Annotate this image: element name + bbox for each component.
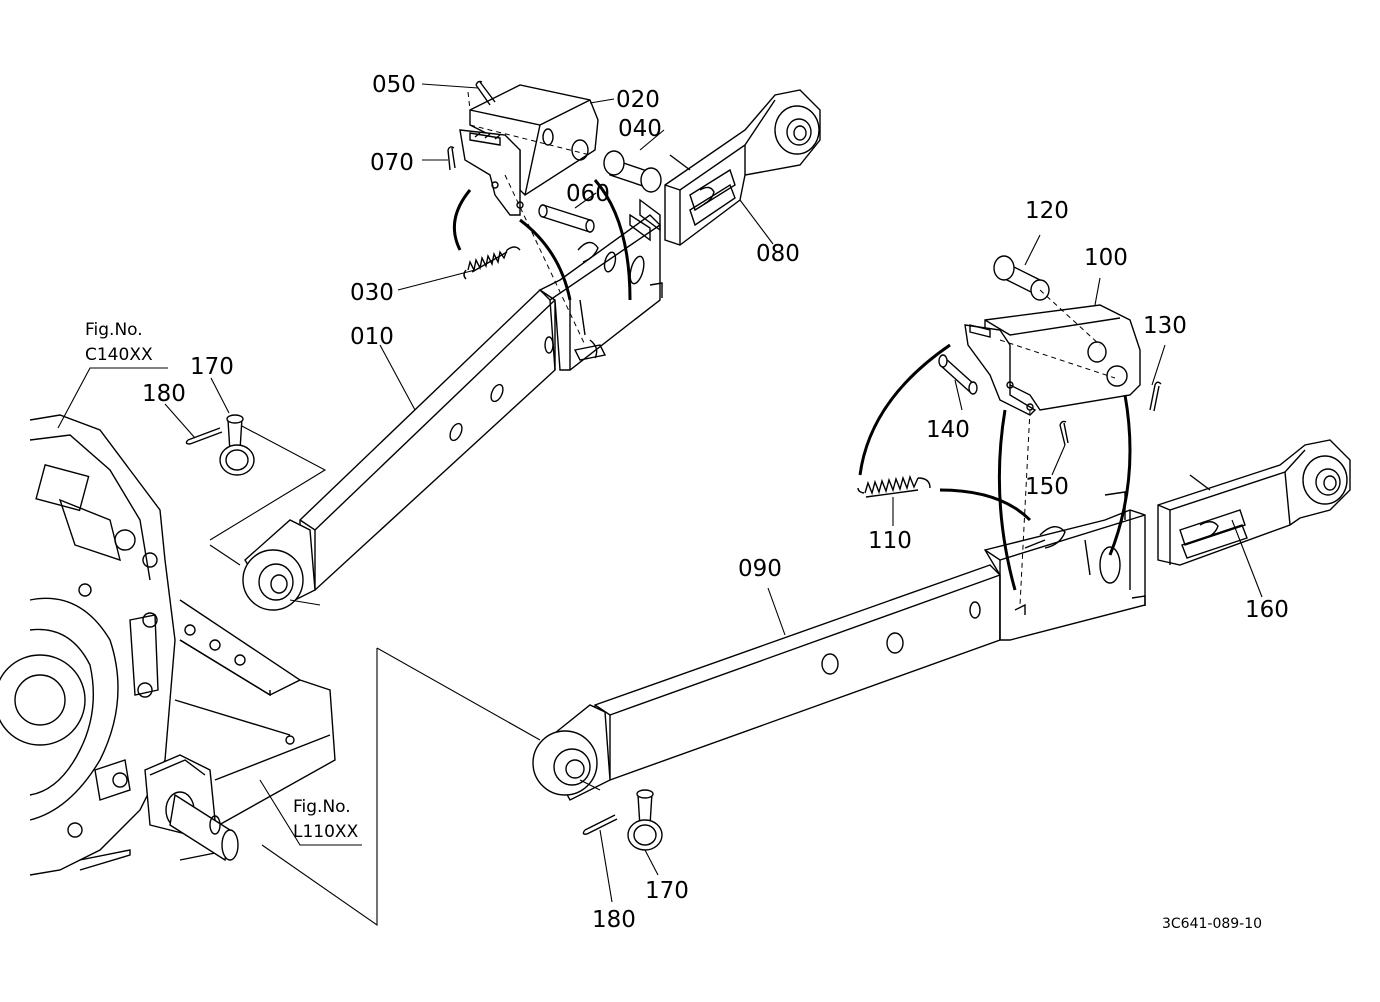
end-link-160 — [1157, 439, 1351, 566]
label-030: 030 — [350, 280, 394, 306]
figure-reference-l110[interactable]: Fig.No. L110XX — [293, 797, 359, 842]
label-110: 110 — [868, 528, 912, 554]
label-120: 120 — [1025, 198, 1069, 224]
label-180-lower: 180 — [592, 907, 636, 933]
label-150: 150 — [1025, 474, 1069, 500]
fig-l110-code: L110XX — [293, 822, 359, 842]
spring-030 — [463, 246, 521, 280]
clip-pin-150 — [1059, 420, 1069, 446]
part-labels: 050 020 040 070 060 080 030 010 120 100 … — [142, 72, 1289, 933]
label-020: 020 — [616, 87, 660, 113]
end-link-080 — [664, 89, 821, 246]
label-040: 040 — [618, 116, 662, 142]
label-050: 050 — [372, 72, 416, 98]
clip-180-upper — [185, 427, 223, 445]
clip-pin-070 — [447, 146, 456, 171]
tractor-housing — [0, 414, 336, 876]
label-070: 070 — [370, 150, 414, 176]
label-180-upper: 180 — [142, 381, 186, 407]
drawing-id: 3C641-089-10 — [1162, 916, 1262, 932]
lower-link-left — [209, 198, 663, 611]
lower-link-right — [532, 491, 1146, 801]
figure-reference-c140[interactable]: Fig.No. C140XX — [85, 320, 153, 365]
fig-c140-code: C140XX — [85, 345, 153, 365]
spring-110 — [857, 474, 931, 498]
label-090: 090 — [738, 556, 782, 582]
label-010: 010 — [350, 324, 394, 350]
label-130: 130 — [1143, 313, 1187, 339]
pin-140 — [938, 354, 978, 395]
label-080: 080 — [756, 241, 800, 267]
pin-170-lower — [627, 789, 663, 851]
check-plate-100 — [964, 304, 1141, 416]
label-170-upper: 170 — [190, 354, 234, 380]
label-100: 100 — [1084, 245, 1128, 271]
check-plate-020 — [459, 84, 599, 216]
pin-120 — [993, 255, 1101, 346]
pin-170-upper — [219, 414, 255, 476]
callout-frame-right — [261, 648, 378, 927]
label-160: 160 — [1245, 597, 1289, 623]
leader-lines — [164, 83, 1263, 903]
clip-pin-050 — [467, 80, 496, 111]
pin-040 — [603, 150, 662, 193]
pin-060 — [538, 204, 595, 233]
label-060: 060 — [566, 181, 610, 207]
fig-l110-leader — [259, 779, 362, 846]
fig-l110-title: Fig.No. — [293, 797, 351, 817]
fig-c140-leader — [57, 367, 168, 429]
label-170-lower: 170 — [645, 878, 689, 904]
clip-pin-130 — [1149, 381, 1162, 412]
fig-c140-title: Fig.No. — [85, 320, 143, 340]
clip-180-lower — [582, 814, 618, 835]
label-140: 140 — [926, 417, 970, 443]
